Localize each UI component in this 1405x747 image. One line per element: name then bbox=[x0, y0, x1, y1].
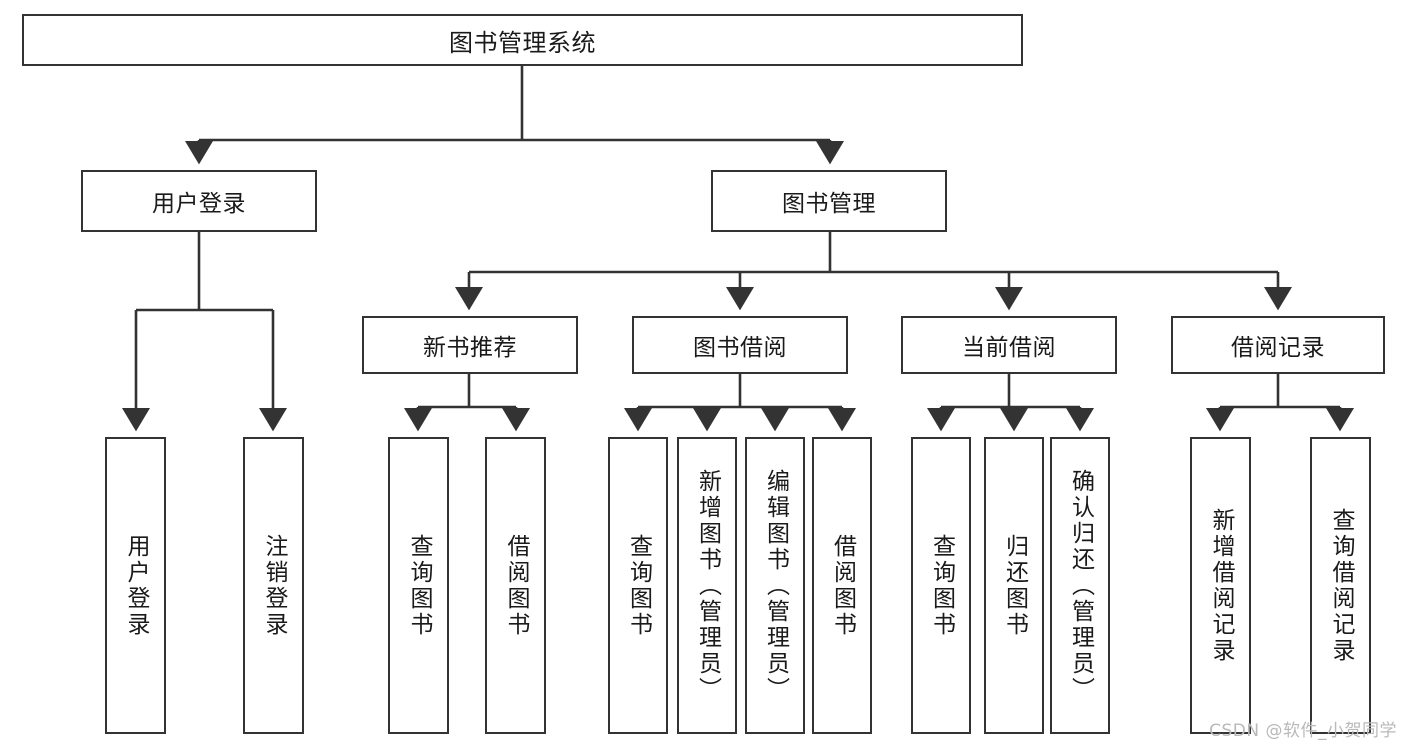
node-leaf-user-logout-label: 注销登录 bbox=[261, 533, 287, 638]
node-new-book-recommend[interactable]: 新书推荐 bbox=[362, 316, 578, 374]
node-book-manage[interactable]: 图书管理 bbox=[711, 170, 947, 232]
node-leaf-user-logout[interactable]: 注销登录 bbox=[243, 437, 304, 734]
node-leaf-borrow-book-2[interactable]: 借阅图书 bbox=[812, 437, 872, 734]
node-leaf-return-book[interactable]: 归还图书 bbox=[984, 437, 1044, 734]
node-current-borrow[interactable]: 当前借阅 bbox=[901, 316, 1117, 374]
node-leaf-borrow-book-1[interactable]: 借阅图书 bbox=[485, 437, 546, 734]
node-leaf-confirm-return-label: 确认归还（管理员） bbox=[1067, 468, 1094, 703]
node-book-manage-label: 图书管理 bbox=[782, 191, 876, 217]
node-user-login[interactable]: 用户登录 bbox=[81, 170, 317, 232]
node-leaf-borrow-book-2-label: 借阅图书 bbox=[829, 533, 856, 638]
node-leaf-add-book-label: 新增图书（管理员） bbox=[694, 468, 721, 703]
node-leaf-query-book-3[interactable]: 查询图书 bbox=[911, 437, 971, 734]
node-leaf-borrow-book-1-label: 借阅图书 bbox=[503, 533, 529, 638]
node-user-login-label: 用户登录 bbox=[152, 191, 246, 217]
node-leaf-query-book-2-label: 查询图书 bbox=[625, 533, 652, 638]
node-borrow-record-label: 借阅记录 bbox=[1231, 335, 1325, 361]
node-book-borrow-label: 图书借阅 bbox=[693, 335, 787, 361]
node-leaf-return-book-label: 归还图书 bbox=[1001, 533, 1028, 638]
node-leaf-user-login-label: 用户登录 bbox=[123, 533, 149, 638]
node-borrow-record[interactable]: 借阅记录 bbox=[1171, 316, 1385, 374]
node-leaf-query-book-1-label: 查询图书 bbox=[406, 533, 432, 638]
node-leaf-query-record-label: 查询借阅记录 bbox=[1328, 507, 1354, 664]
node-leaf-edit-book-label: 编辑图书（管理员） bbox=[762, 468, 789, 703]
node-leaf-add-record-label: 新增借阅记录 bbox=[1208, 507, 1234, 664]
node-leaf-query-book-2[interactable]: 查询图书 bbox=[608, 437, 668, 734]
node-current-borrow-label: 当前借阅 bbox=[962, 335, 1056, 361]
node-leaf-query-book-3-label: 查询图书 bbox=[928, 533, 955, 638]
node-root-label: 图书管理系统 bbox=[449, 28, 596, 57]
watermark: CSDN @软件_小贺同学 bbox=[1209, 721, 1397, 741]
node-leaf-add-book[interactable]: 新增图书（管理员） bbox=[677, 437, 737, 734]
node-root[interactable]: 图书管理系统 bbox=[22, 14, 1023, 66]
node-book-borrow[interactable]: 图书借阅 bbox=[632, 316, 848, 374]
node-leaf-query-book-1[interactable]: 查询图书 bbox=[388, 437, 449, 734]
node-new-book-recommend-label: 新书推荐 bbox=[423, 335, 517, 361]
node-leaf-edit-book[interactable]: 编辑图书（管理员） bbox=[745, 437, 805, 734]
node-leaf-user-login[interactable]: 用户登录 bbox=[105, 437, 166, 734]
node-leaf-query-record[interactable]: 查询借阅记录 bbox=[1310, 437, 1371, 734]
node-leaf-add-record[interactable]: 新增借阅记录 bbox=[1190, 437, 1251, 734]
node-leaf-confirm-return[interactable]: 确认归还（管理员） bbox=[1050, 437, 1110, 734]
